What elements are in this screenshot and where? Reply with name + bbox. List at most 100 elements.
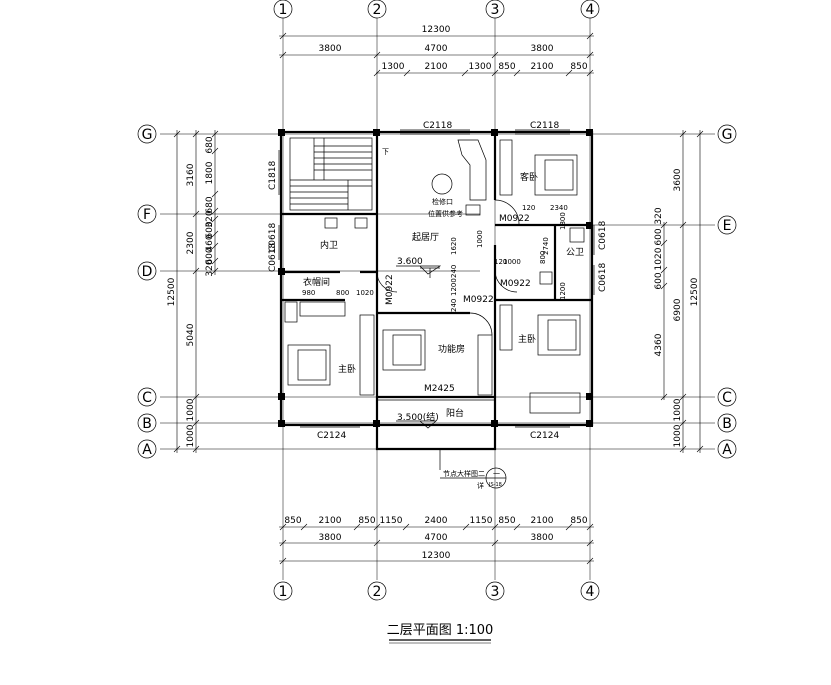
axis-top-3: 3 <box>491 2 500 18</box>
dim-top-inner-3: 1300 <box>469 62 492 72</box>
dim-240-b: 240 <box>450 299 458 312</box>
dim-1200-b: 1200 <box>559 282 567 300</box>
level-floor: 3.600 <box>397 257 423 267</box>
dim-bot-mid-2: 4700 <box>425 533 448 543</box>
dim-top-inner-2: 2100 <box>425 62 448 72</box>
dim-980: 980 <box>302 289 315 297</box>
label-m0922-a: M0922 <box>499 214 530 224</box>
axis-top-4: 4 <box>586 2 595 18</box>
label-pos-note: 位置供参考 <box>428 209 463 218</box>
axis-left-C: C <box>142 390 152 406</box>
misc-dims: 120 2340 1620 1000 1000 800 2740 120 980… <box>302 204 568 312</box>
dim-right-inner-3: 1020 <box>654 247 664 270</box>
dim-800-b: 800 <box>336 289 349 297</box>
axis-bottom-4: 4 <box>586 584 595 600</box>
dim-120: 120 <box>522 204 535 212</box>
dim-1000-a: 1000 <box>476 230 484 248</box>
dim-bot-mid-1: 3800 <box>319 533 342 543</box>
dim-top-inner-4: 850 <box>498 62 515 72</box>
dim-top-inner-1: 1300 <box>382 62 405 72</box>
axis-right-A: A <box>722 442 732 458</box>
stair <box>289 137 373 211</box>
dim-right-mid-3: 1000 <box>673 398 683 421</box>
closets <box>284 139 513 396</box>
dim-left-inner-1: 680 <box>205 136 215 153</box>
dim-left-outer: 12500 <box>167 277 177 306</box>
doors <box>376 199 520 336</box>
room-balcony: 阳台 <box>446 407 464 419</box>
dims-left: 12500 3160 2300 5040 1000 1000 680 1800 … <box>167 130 219 453</box>
dim-right-mid-1: 3600 <box>673 168 683 191</box>
dim-bot-inner-3: 850 <box>358 516 375 526</box>
axis-right-B: B <box>722 416 732 432</box>
room-closet: 衣帽间 <box>303 276 330 288</box>
dim-top-total: 12300 <box>422 25 451 35</box>
dim-left-inner-8: 320 <box>205 259 215 276</box>
axis-left-A: A <box>142 442 152 458</box>
beds <box>287 154 581 414</box>
axis-bubbles-left: G F D C B A <box>137 124 157 459</box>
axis-bottom-3: 3 <box>491 584 500 600</box>
detail-ref-bottom: JS-18 <box>488 482 502 488</box>
room-guest: 客卧 <box>520 171 538 183</box>
level-labels: 3.600 3.500(结) <box>397 257 439 423</box>
dim-right-outer: 12500 <box>690 277 700 306</box>
windows <box>278 129 595 428</box>
axis-left-F: F <box>143 207 151 223</box>
dim-bot-inner-2: 2100 <box>319 516 342 526</box>
living-furniture <box>420 139 487 278</box>
label-c0618-c: C0618 <box>598 221 608 250</box>
dim-2740: 2740 <box>542 237 550 255</box>
label-stair-down: 下 <box>382 148 389 156</box>
dim-left-inner-7: 600 <box>205 247 215 264</box>
dim-800: 800 <box>539 251 547 264</box>
dim-240: 240 <box>450 265 458 278</box>
room-master-right: 主卧 <box>518 333 536 345</box>
detail-note2: 详 <box>477 481 484 490</box>
opening-labels: C2118 C2118 C2124 C2124 C1818 C0618 C061… <box>268 121 608 441</box>
room-bath-pub: 公卫 <box>566 247 584 258</box>
axis-bottom-1: 1 <box>279 584 288 600</box>
label-m0922-c: M0922 <box>463 295 494 305</box>
room-master-left: 主卧 <box>338 363 356 375</box>
label-m2425: M2425 <box>424 384 455 394</box>
axis-left-B: B <box>142 416 152 432</box>
label-m0922-b: M0922 <box>500 279 531 289</box>
drawing-title-text: 二层平面图 1:100 <box>387 623 494 638</box>
dim-bot-inner-6: 1150 <box>470 516 493 526</box>
exterior-walls <box>278 129 594 451</box>
room-bath-in: 内卫 <box>320 239 338 251</box>
bath-fixtures <box>324 217 585 285</box>
dim-left-mid-4: 1000 <box>186 398 196 421</box>
axis-top-1: 1 <box>279 2 288 18</box>
dim-top-mid-1: 3800 <box>319 44 342 54</box>
axis-bubbles-right: G E C B A <box>717 124 737 459</box>
dim-2340: 2340 <box>550 204 568 212</box>
dim-right-inner-2: 600 <box>654 228 664 245</box>
dim-bot-inner-9: 850 <box>570 516 587 526</box>
dim-right-inner-4: 600 <box>654 272 664 289</box>
axis-left-G: G <box>142 127 153 143</box>
dim-bot-mid-3: 3800 <box>531 533 554 543</box>
dim-1800: 1800 <box>559 212 567 230</box>
room-living: 起居厅 <box>412 232 439 243</box>
dim-left-mid-2: 2300 <box>186 231 196 254</box>
label-c2124-right: C2124 <box>530 431 559 441</box>
dim-top-mid-3: 3800 <box>531 44 554 54</box>
dim-bot-total: 12300 <box>422 551 451 561</box>
room-labels: 客卧 起居厅 内卫 公卫 衣帽间 主卧 主卧 功能房 阳台 检修口 下 位置供参… <box>303 148 584 419</box>
dim-right-mid-4: 1000 <box>673 424 683 447</box>
label-c2124-left: C2124 <box>317 431 346 441</box>
label-c0618-a: C0618 <box>268 223 278 252</box>
label-c0618-b: C0618 <box>268 243 278 272</box>
dim-1200: 1200 <box>450 278 458 296</box>
axis-bubbles-top: 1 2 3 4 <box>273 0 600 19</box>
axis-bottom-2: 2 <box>373 584 382 600</box>
dim-1620: 1620 <box>450 237 458 255</box>
dims-right: 12500 3600 6900 1000 1000 320 600 1020 6… <box>654 130 704 453</box>
detail-note-text: 节点大样图二 <box>443 469 485 478</box>
axis-bubbles-bottom: 1 2 3 4 <box>273 581 600 601</box>
detail-note: 节点大样图二 一 JS-18 详 <box>443 469 502 490</box>
room-function: 功能房 <box>438 343 465 355</box>
